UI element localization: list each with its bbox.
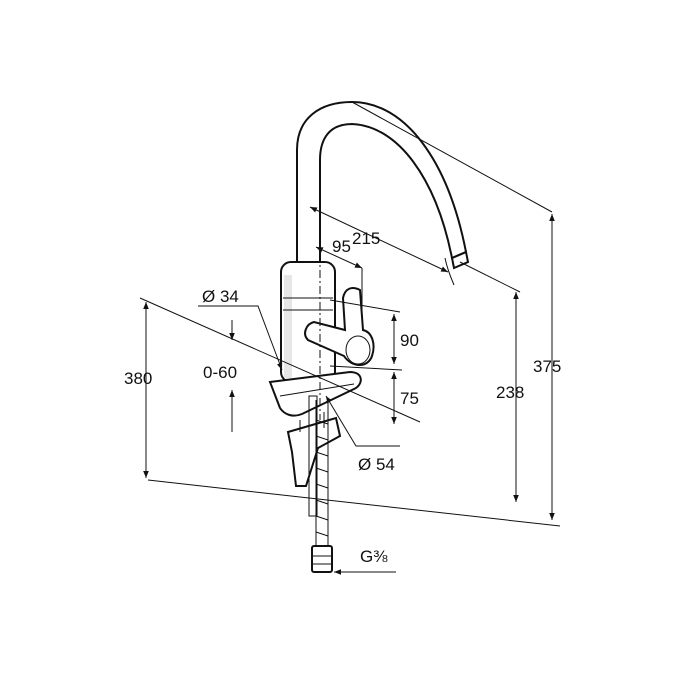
dim-base-diameter: Ø 54: [358, 455, 395, 474]
dim-90: 90: [400, 331, 419, 350]
dim-body-diameter: Ø 34: [202, 287, 239, 306]
dim-95: 95: [332, 237, 351, 256]
supply-hose: [315, 400, 329, 548]
dimension-lines: [139, 101, 561, 575]
spout-gooseneck: [296, 100, 468, 268]
dim-connection-thread: G⅜: [360, 547, 388, 566]
mounting-bracket: [286, 416, 342, 487]
dimension-labels: 215 95 Ø 34 0-60 90 75 Ø 54 380 238 375 …: [124, 229, 561, 566]
spout-outlet: [450, 250, 470, 270]
hose-fitting: [311, 545, 333, 573]
dim-deck-thickness: 0-60: [203, 363, 237, 382]
dim-215: 215: [352, 229, 380, 248]
dim-375: 375: [533, 357, 561, 376]
dim-238: 238: [496, 383, 524, 402]
dim-380: 380: [124, 369, 152, 388]
faucet-illustration: [268, 100, 470, 573]
threaded-rod: [308, 395, 318, 517]
lever-handle: [304, 287, 375, 366]
dim-75: 75: [400, 389, 419, 408]
